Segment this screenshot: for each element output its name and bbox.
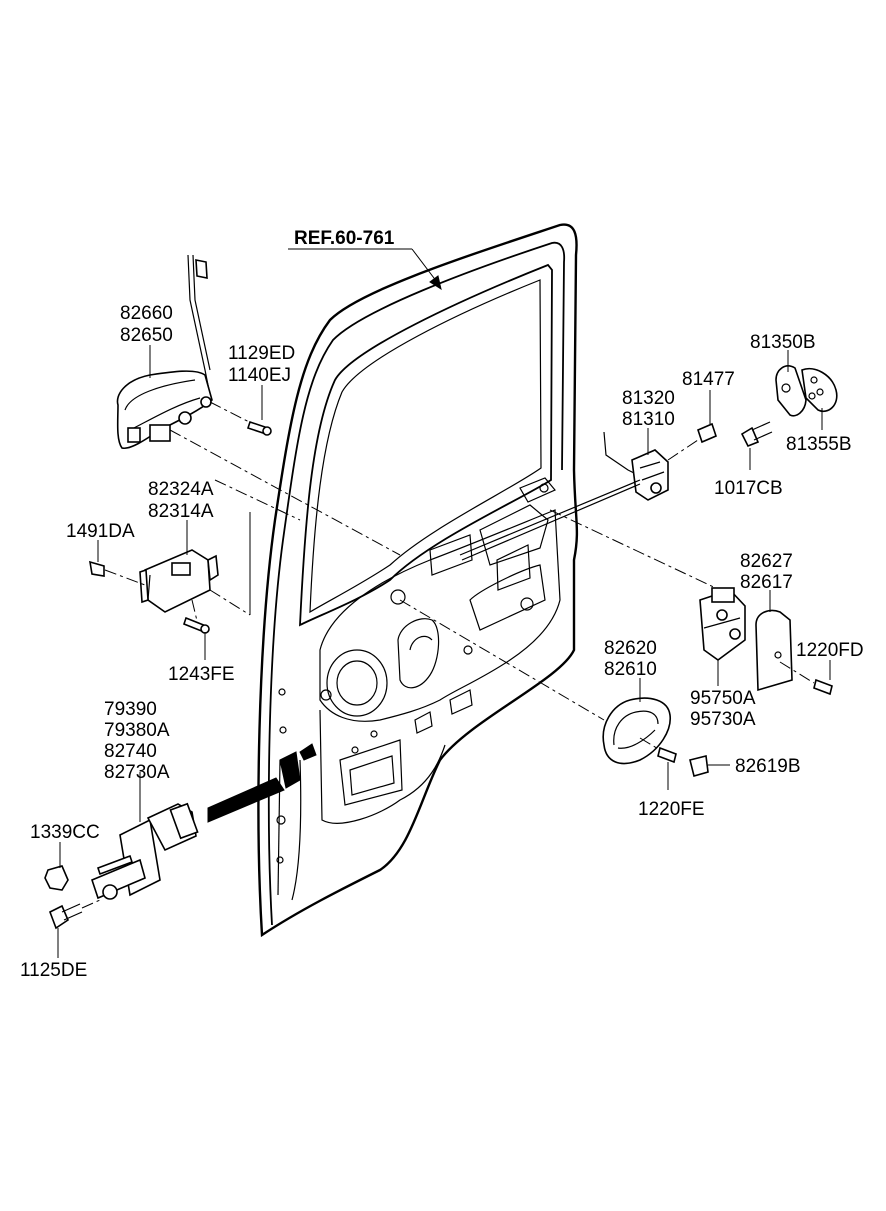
door-checker	[44, 743, 317, 958]
label-1491DA: 1491DA	[66, 521, 135, 542]
label-1140EJ: 1140EJ	[228, 365, 291, 386]
label-81310: 81310	[622, 409, 675, 430]
label-1243FE: 1243FE	[168, 664, 235, 685]
label-82314A: 82314A	[148, 501, 214, 522]
label-79380A: 79380A	[104, 720, 170, 741]
label-79390: 79390	[104, 699, 157, 720]
label-82619B: 82619B	[735, 756, 801, 777]
label-82620: 82620	[604, 638, 657, 659]
label-1220FE: 1220FE	[638, 799, 705, 820]
label-81350B: 81350B	[750, 332, 816, 353]
striker-assembly	[740, 350, 838, 470]
handle-bracket	[89, 479, 301, 660]
label-82324A: 82324A	[148, 479, 214, 500]
label-81355B: 81355B	[786, 434, 852, 455]
ref-label: REF.60-761	[294, 228, 395, 249]
label-82610: 82610	[604, 659, 657, 680]
label-95750A: 95750A	[690, 688, 756, 709]
door-lock-assembly	[459, 390, 721, 591]
inside-door-handle	[399, 599, 730, 790]
label-82650: 82650	[120, 325, 173, 346]
label-82730A: 82730A	[104, 762, 170, 783]
door-panel	[257, 223, 579, 938]
part-labels: 82660 82650 1129ED 1140EJ 82324A 82314A …	[20, 303, 864, 981]
label-1220FD: 1220FD	[796, 640, 864, 661]
label-1339CC: 1339CC	[30, 822, 100, 843]
label-1129ED: 1129ED	[228, 343, 295, 364]
label-95730A: 95730A	[690, 709, 756, 730]
ref-callout: REF.60-761	[288, 228, 442, 291]
label-1017CB: 1017CB	[714, 478, 783, 499]
label-81477: 81477	[682, 369, 735, 390]
label-81320: 81320	[622, 388, 675, 409]
label-82660: 82660	[120, 303, 173, 324]
label-82617: 82617	[740, 572, 793, 593]
label-82740: 82740	[104, 741, 157, 762]
door-latch	[699, 587, 833, 696]
label-1125DE: 1125DE	[20, 960, 87, 981]
outside-door-handle	[116, 254, 401, 556]
label-82627: 82627	[740, 551, 793, 572]
